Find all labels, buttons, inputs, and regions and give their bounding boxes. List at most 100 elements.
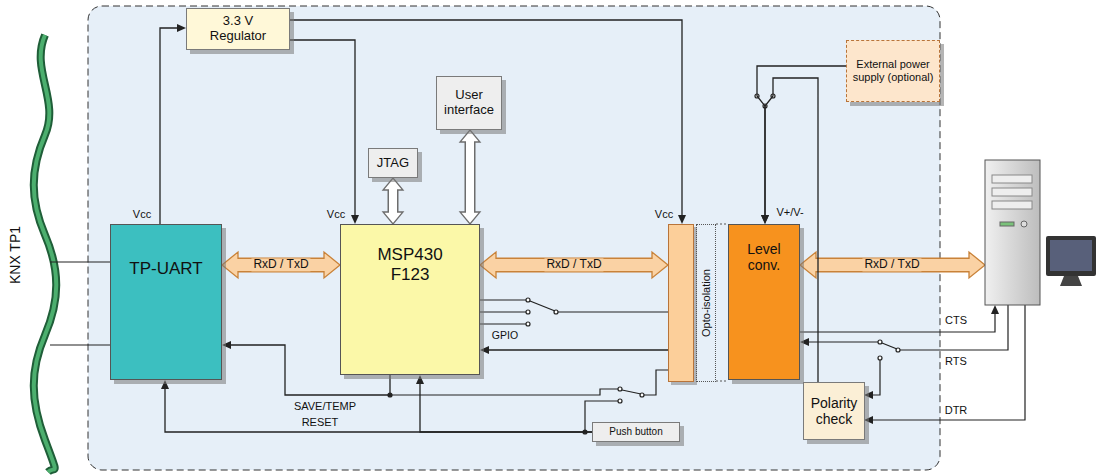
computer-icon (1050, 240, 1092, 271)
computer-icon (992, 175, 1032, 183)
gpio-switch (480, 299, 526, 300)
handshake-wire (873, 305, 1025, 420)
opto-link (716, 381, 728, 382)
serial-arrow (816, 258, 969, 273)
connector-stroke (489, 349, 668, 350)
bus-wire (50, 262, 110, 345)
signal-wire (165, 389, 592, 432)
transceiver-box: TP-UART (110, 224, 222, 380)
bus-wire (50, 261, 110, 262)
knx-cable (34, 35, 57, 472)
signal-wire (290, 20, 682, 215)
mode-switch (622, 390, 641, 394)
supply-pin: V+/V- (776, 206, 803, 218)
gpio-switch (526, 298, 530, 302)
edge-label: RxD / TxD (544, 258, 603, 271)
opto-link (716, 224, 728, 381)
interface-arrow (393, 190, 394, 212)
connector-stroke (388, 190, 399, 212)
box-label: User interface (440, 88, 498, 118)
supply-pin: Vcc (655, 208, 673, 220)
serial-arrow (816, 259, 969, 271)
signal-name: CTS (945, 314, 967, 326)
isolation-barrier: Opto-isolation (696, 224, 716, 382)
mode-switch (618, 399, 622, 403)
power-supply-box: External power supply (optional) (846, 40, 940, 102)
button-box: Push button (592, 422, 680, 442)
handshake-wire (900, 305, 1008, 350)
computer-icon (992, 188, 1032, 196)
signal-wire (420, 384, 592, 432)
opto-isolation-box: Opto-isolation (668, 224, 716, 382)
handshake-wire (878, 356, 882, 360)
edge-label: RxD / TxD (251, 258, 310, 271)
knx-cable (34, 35, 57, 472)
gpio-switch (480, 298, 668, 326)
gpio-switch (480, 323, 526, 324)
signal-name: RESET (302, 416, 339, 428)
box-label: MSP430 F123 (370, 245, 450, 284)
polarity-box: Polarity check (803, 382, 865, 440)
opto-strip (668, 224, 694, 382)
microcontroller-box: MSP430 F123 (340, 224, 480, 375)
handshake-wire (882, 343, 897, 349)
knx-cable (34, 35, 57, 472)
interface-arrow (470, 142, 471, 212)
connector-stroke (496, 258, 652, 273)
computer-icon (1000, 222, 1014, 226)
box-label: Level conv. (739, 241, 789, 273)
box-label: External power supply (optional) (852, 58, 934, 83)
handshake-wire (873, 360, 880, 395)
connector-stroke (496, 259, 652, 271)
signal-wire (160, 28, 177, 224)
connector-stroke (238, 258, 324, 273)
signal-name: GPIO (492, 330, 518, 342)
box-label: 3.3 V Regulator (198, 14, 278, 44)
mode-switch (390, 389, 618, 395)
jtag-box: JTAG (368, 148, 418, 178)
signal-name: SAVE/TEMP (294, 400, 356, 412)
connector-stroke (165, 389, 592, 432)
computer-icon (1060, 276, 1082, 286)
signal-name: DTR (945, 404, 968, 416)
signal-wire (489, 350, 668, 351)
connector-stroke (466, 142, 474, 212)
connector-stroke (290, 20, 682, 215)
connector-stroke (389, 190, 397, 212)
device-housing (88, 6, 940, 470)
box-label: Opto-isolation (700, 269, 713, 337)
connector-stroke (238, 259, 324, 271)
supply-pin: Vcc (327, 208, 345, 220)
handshake-wire (878, 340, 882, 344)
box-label: Polarity check (806, 395, 862, 427)
box-label: Push button (609, 426, 662, 438)
gpio-switch (558, 311, 668, 312)
computer-icon (1021, 221, 1027, 227)
connector-stroke (160, 28, 177, 224)
mode-switch (618, 387, 622, 391)
signal-wire (290, 40, 355, 215)
bus-wire (50, 344, 110, 345)
handshake-wire (800, 314, 995, 332)
bus-name: KNX TP1 (8, 226, 23, 284)
interface-box: User interface (436, 76, 502, 130)
signal-name: RxD / TxD (862, 258, 921, 271)
regulator-box: 3.3 V Regulator (186, 8, 290, 50)
connector-stroke (420, 384, 592, 432)
level-converter-box: Level conv. (728, 224, 800, 380)
handshake-wire (809, 341, 878, 342)
connector-stroke (465, 142, 476, 212)
gpio-switch (530, 301, 555, 311)
computer-icon (992, 201, 1032, 209)
connector-stroke (290, 40, 355, 215)
connector-stroke (757, 66, 846, 215)
box-label: JTAG (377, 156, 409, 171)
gpio-switch (526, 310, 530, 314)
gpio-switch (480, 311, 526, 312)
computer-icon (985, 160, 1040, 305)
computer-icon (1046, 236, 1096, 276)
supply-pin: Vcc (133, 208, 151, 220)
computer-icon (985, 160, 1096, 305)
